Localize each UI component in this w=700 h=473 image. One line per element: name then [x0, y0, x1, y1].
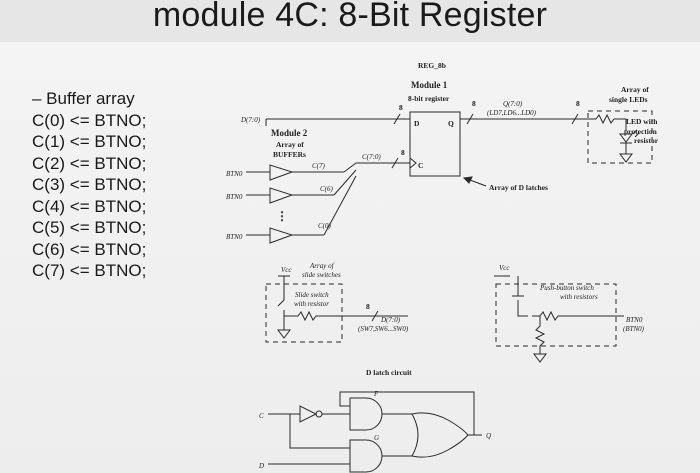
arrow-icon [462, 176, 473, 184]
assignment-header: – Buffer array [32, 89, 135, 108]
switch-bus-1: D(7:0) [380, 316, 401, 324]
and-gate-icon [349, 397, 383, 431]
q-bus-label-1: Q(7:0) [503, 100, 523, 108]
d-bus-label: D(7:0) [240, 116, 261, 124]
register-block: REG_8b Module 1 8-bit register D Q C 8 8 [399, 61, 461, 177]
reg-module: Module 1 [411, 80, 448, 90]
dlatch-note: Array of D latches [489, 183, 548, 192]
led-array: Array of single LEDs LED with protection… [584, 85, 659, 164]
reg-width-in: 8 [399, 103, 403, 112]
buffer-desc-1: Array of [276, 140, 304, 149]
reg-name: REG_8b [418, 61, 446, 70]
assignment-line: C(6) <= BTNO; [32, 239, 147, 259]
or-gate-icon [411, 412, 469, 458]
led-title-2: single LEDs [609, 95, 648, 104]
q-bus: 8 Q(7:0) (LD7,LD6...LD0) 8 [460, 99, 584, 125]
dlatch-circuit: D latch circuit C D F G Q [258, 368, 491, 473]
led-diode-icon [619, 133, 633, 143]
latch-title: D latch circuit [366, 368, 412, 377]
switch-vcc: Vcc [281, 266, 292, 274]
reg-d-pin: D [414, 119, 420, 128]
led-bus-width: 8 [576, 99, 580, 108]
buffer-desc-2: BUFFERs [273, 150, 306, 159]
assignment-line: C(3) <= BTNO; [32, 175, 147, 194]
reg-desc: 8-bit register [408, 94, 450, 103]
buffer-icon [269, 187, 294, 204]
pushbutton-wire [517, 300, 528, 317]
buffer-bus-label: C(7:0) [362, 153, 381, 161]
clock-wire [289, 414, 350, 449]
buffer-icon [269, 227, 294, 244]
inverter-icon [299, 405, 318, 423]
assignment-line: C(2) <= BTNO; [32, 153, 147, 173]
led-note-2: protection [624, 127, 658, 136]
q-bus-width: 8 [472, 99, 476, 108]
led-note-1: LED with [626, 117, 658, 126]
buffer-module: Module 2 [271, 128, 308, 138]
switch-note-2: with resistor [294, 300, 329, 308]
pushbutton-vcc: Vcc [499, 264, 510, 272]
pushbutton-resistor [532, 310, 624, 322]
buffer-in-0: BTN0 [226, 233, 243, 241]
latch-q-out: Q [486, 432, 491, 440]
pushbutton-note-1: Push-button switch [539, 284, 594, 292]
assignment-line: C(7) <= BTNO; [32, 261, 147, 280]
feedback-wire [339, 391, 475, 435]
led-dashed-box [587, 110, 653, 164]
switch-bus-width: 8 [366, 302, 370, 311]
buffer-c7: C(7) [312, 162, 326, 170]
buffer-array: Module 2 Array of BUFFERs C(7) BTN0 C(6)… [226, 119, 410, 244]
pushbutton-out-2: (BTN0) [623, 325, 645, 333]
pulldown-resistor [534, 316, 546, 354]
buffer-in-7: BTN0 [226, 170, 243, 178]
latch-f: F [373, 390, 379, 398]
assignment-line: C(1) <= BTNO; [32, 132, 147, 151]
switch-bus-2: (SW7,SW6...SW0) [358, 325, 409, 333]
slide-title: module 4C: 8-Bit Register [152, 0, 548, 34]
pushbutton-switch: Vcc Push-button switch with resistors BT… [494, 264, 645, 363]
pushbutton-out-1: BTN0 [626, 316, 643, 324]
latch-c-in: C [259, 412, 264, 420]
register-box [409, 111, 461, 177]
switch-title-2: slide switches [302, 271, 341, 279]
assignment-line: C(5) <= BTNO; [32, 218, 147, 237]
led-resistor [584, 113, 627, 131]
led-note-3: resistor [634, 136, 659, 145]
assignment-line: C(0) <= BTNO; [32, 110, 147, 130]
latch-g: G [374, 434, 379, 442]
buffer-assignments: – Buffer array C(0) <= BTNO; C(1) <= BTN… [32, 88, 146, 282]
led-title-1: Array of [621, 85, 649, 94]
ground-icon [277, 329, 291, 339]
buffer-ellipsis: ⋮ [276, 209, 288, 223]
ground-icon [533, 353, 547, 363]
buffer-icon [269, 164, 294, 181]
switch-title-1: Array of [309, 262, 335, 270]
switch-dashed-box [265, 283, 343, 343]
pushbutton-icon [512, 276, 524, 297]
slide-switch-array: Array of slide switches Vcc Slide switch… [265, 262, 409, 343]
switch-icon [277, 276, 285, 307]
and-gate-icon [349, 439, 383, 473]
buffer-c0: C(0) [318, 222, 332, 230]
reg-c-pin: C [418, 161, 423, 170]
q-bus-label-2: (LD7,LD6...LD0) [487, 109, 537, 117]
latch-d-in: D [258, 462, 264, 470]
buffer-c6: C(6) [320, 185, 334, 193]
pushbutton-dashed-box [495, 283, 617, 347]
dlatch-annotation: Array of D latches [462, 176, 548, 192]
clock-triangle [409, 157, 417, 169]
pushbutton-note-2: with resistors [560, 293, 598, 301]
buffer-in-6: BTN0 [226, 193, 243, 201]
switch-resistor [284, 310, 340, 322]
assignment-line: C(4) <= BTNO; [32, 196, 147, 216]
reg-width-clk: 8 [401, 148, 405, 157]
reg-q-pin: Q [448, 119, 454, 128]
ground-icon [619, 153, 633, 163]
d-bus: D(7:0) [240, 113, 410, 125]
switch-note-1: Slide switch [295, 291, 329, 299]
